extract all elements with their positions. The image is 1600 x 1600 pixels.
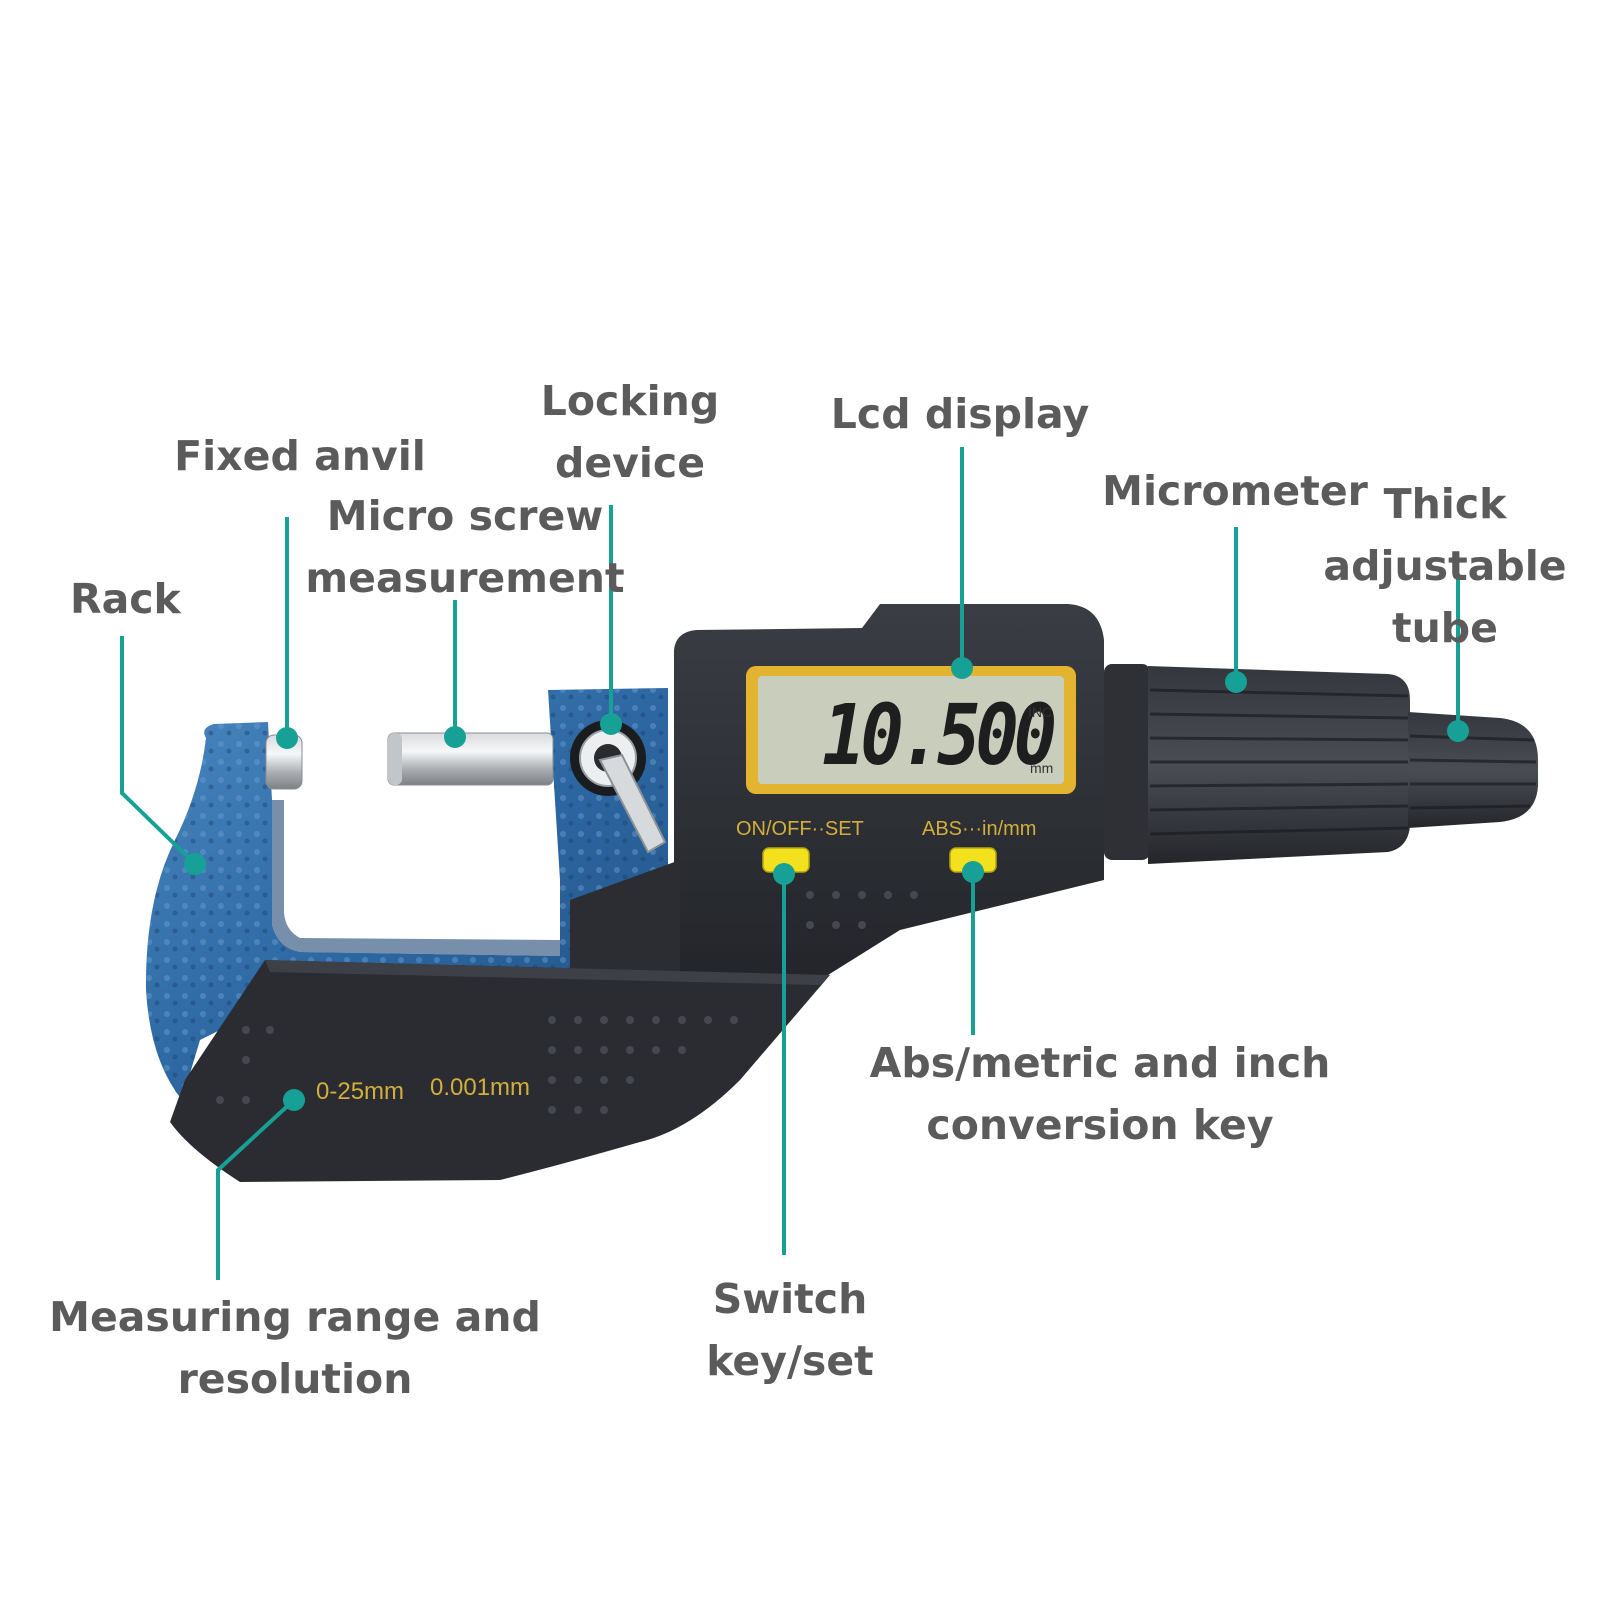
- leader-dots: [184, 657, 1469, 1111]
- grip-dots: [216, 891, 918, 1114]
- buttons: [762, 847, 997, 873]
- label-micro-screw: Micro screw measurement: [305, 492, 625, 602]
- thimble: [1104, 664, 1410, 864]
- lcd-unit-mm: mm: [1030, 760, 1054, 776]
- spindle: [387, 732, 554, 786]
- range-text: 0-25mm: [316, 1078, 405, 1105]
- button-left-label: ON/OFF··SET: [736, 818, 864, 840]
- locking-device: [570, 720, 667, 854]
- label-measuring-range: Measuring range and resolution: [49, 1293, 541, 1403]
- ratchet-tube: [1408, 712, 1538, 828]
- resolution-text: 0.001mm: [430, 1074, 531, 1101]
- label-fixed-anvil: Fixed anvil: [174, 432, 426, 480]
- lcd-unit-inc: INC: [1028, 704, 1053, 720]
- grip-body: [170, 960, 830, 1182]
- label-abs-metric-inch-key: Abs/metric and inch conversion key: [869, 1039, 1331, 1149]
- label-thick-adjustable-tube: Thick adjustable tube: [1323, 480, 1567, 652]
- label-lcd-display: Lcd display: [830, 390, 1090, 438]
- lcd-display: [746, 666, 1076, 794]
- button-right-label: ABS···in/mm: [922, 818, 1037, 840]
- leader-lines: [120, 447, 1460, 1280]
- label-rack: Rack: [70, 575, 181, 623]
- lcd-reading: 10.500: [822, 686, 1057, 784]
- label-locking-device: Locking device: [540, 377, 720, 487]
- label-switch-key-set: Switch key/set: [706, 1275, 874, 1385]
- label-micrometer: Micrometer: [1102, 467, 1368, 515]
